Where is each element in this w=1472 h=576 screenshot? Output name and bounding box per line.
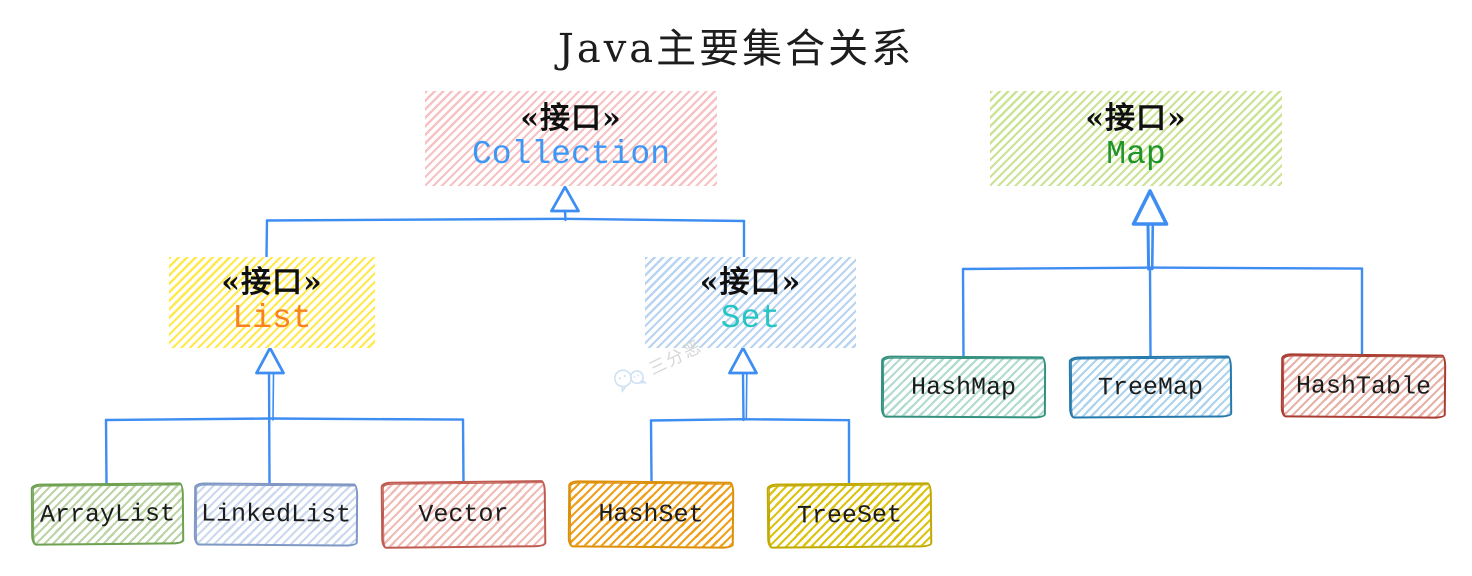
node-class-hashmap: HashMap	[880, 355, 1047, 419]
edge-list-horizontal	[104, 417, 465, 422]
triangle-to-set	[728, 346, 758, 375]
node-interface-collection: «接口» Collection	[425, 91, 717, 186]
node-interface-map: «接口» Map	[990, 91, 1282, 186]
diagram-title: Java主要集合关系	[557, 26, 915, 72]
interface-name-collection: Collection	[471, 136, 671, 174]
edge-map-shaft	[1146, 222, 1151, 271]
interface-name-list: List	[232, 300, 312, 338]
class-name-treemap: TreeMap	[1097, 372, 1204, 402]
edge-collection-horizontal	[265, 217, 746, 223]
class-name-linkedlist: LinkedList	[200, 499, 352, 530]
watermark: 三分恶	[608, 331, 706, 396]
node-class-linkedlist: LinkedList	[193, 482, 359, 547]
class-name-hashtable: HashTable	[1295, 370, 1432, 402]
node-class-treeset: TreeSet	[766, 482, 933, 549]
edge-set-horizontal	[649, 418, 851, 422]
triangle-to-list	[255, 346, 285, 375]
node-interface-list: «接口» List	[169, 257, 375, 348]
edge-map-shaft-double	[1150, 222, 1155, 271]
node-class-arraylist: ArrayList	[30, 482, 185, 546]
edge-map-horizontal	[961, 266, 1364, 271]
node-class-vector: Vector	[380, 480, 547, 549]
class-name-arraylist: ArrayList	[39, 498, 176, 530]
edge-linkedlist-shaft	[267, 371, 271, 485]
class-name-treeset: TreeSet	[796, 500, 903, 531]
edge-hashmap-drop	[961, 267, 965, 359]
edge-treemap-drop	[1148, 266, 1152, 359]
class-name-vector: Vector	[418, 499, 509, 530]
edge-set-shaft	[741, 371, 745, 422]
node-class-treemap: TreeMap	[1068, 355, 1233, 419]
wechat-icon	[614, 369, 648, 394]
stereotype-label: «接口»	[699, 265, 802, 301]
edge-hashset-drop	[649, 419, 653, 483]
interface-name-set: Set	[720, 300, 781, 338]
stereotype-label: «接口»	[221, 265, 323, 301]
class-name-hashset: HashSet	[598, 499, 704, 530]
interface-name-map: Map	[1106, 136, 1166, 174]
edge-set-shaft-double	[745, 372, 748, 420]
edge-arraylist-drop	[104, 418, 108, 485]
triangle-to-map	[1131, 189, 1169, 226]
stereotype-label: «接口»	[1085, 101, 1187, 137]
edge-list-shaft-double	[272, 372, 275, 421]
class-name-hashmap: HashMap	[910, 372, 1017, 402]
node-class-hashset: HashSet	[567, 480, 735, 549]
node-interface-set: «接口» Set	[645, 257, 856, 348]
triangle-to-collection	[550, 185, 580, 213]
node-class-hashtable: HashTable	[1280, 353, 1447, 419]
edge-list-drop	[265, 219, 269, 259]
edge-vector-drop	[461, 418, 465, 484]
stereotype-label: «接口»	[520, 101, 622, 137]
